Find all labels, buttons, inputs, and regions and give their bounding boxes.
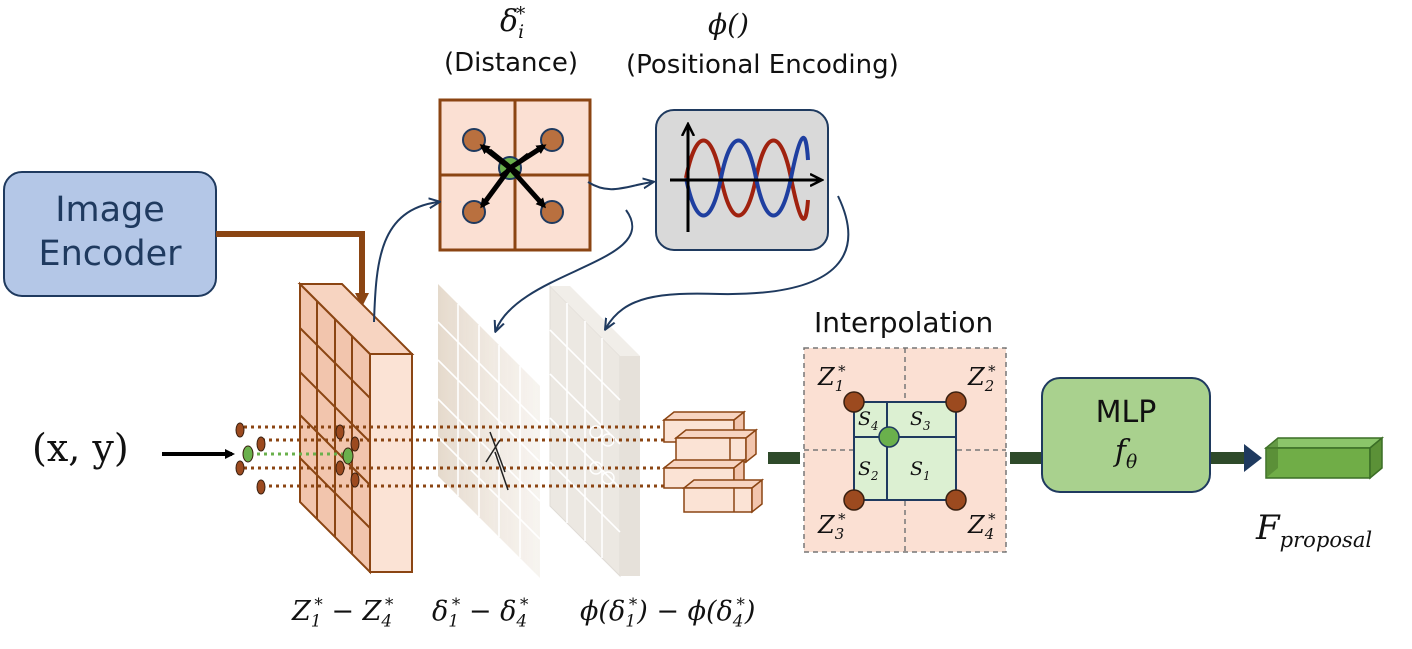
featuremap-dots — [335, 424, 360, 488]
sampling-lines — [244, 425, 680, 488]
mlp-line1: MLP — [1095, 395, 1157, 430]
area-s3: S3 — [910, 408, 931, 433]
input-dots — [235, 422, 266, 495]
z-range-label: Z1* − Z4* — [292, 594, 394, 631]
positional-label: (Positional Encoding) — [626, 50, 899, 80]
grid-pe-marks — [589, 425, 615, 485]
corner-z4: Z4* — [968, 510, 996, 543]
distance-grid — [437, 284, 541, 578]
area-s4: S4 — [858, 408, 879, 433]
mlp-function: fθ — [1114, 434, 1138, 473]
positional-grid — [549, 284, 640, 578]
positional-encoding-box — [655, 109, 829, 251]
delta-range-label: δ1* − δ4* — [432, 594, 529, 631]
interpolation-box — [803, 347, 1007, 553]
image-encoder-line2: Encoder — [38, 234, 182, 274]
corner-z1: Z1* — [818, 362, 846, 395]
output-feature-block — [1263, 436, 1385, 480]
grid-distance-cross — [485, 431, 509, 491]
interpolation-title: Interpolation — [814, 306, 994, 339]
area-s2: S2 — [858, 458, 879, 483]
area-s1: S1 — [910, 458, 931, 483]
positional-symbol: ϕ() — [708, 8, 749, 41]
image-encoder-label: Image Encoder — [4, 188, 216, 276]
corner-z2: Z2* — [968, 362, 996, 395]
distance-box — [438, 98, 592, 252]
phi-range-label: ϕ(δ1*) − ϕ(δ4*) — [580, 594, 756, 631]
mlp-box — [1041, 377, 1211, 493]
distance-symbol: δi* — [500, 4, 526, 43]
connector-curves — [373, 182, 850, 330]
feature-cubes — [661, 410, 765, 514]
input-coordinates: (x, y) — [32, 426, 129, 470]
image-encoder-line1: Image — [55, 190, 165, 230]
encoder-to-featuremap-arrow — [216, 231, 369, 307]
output-label: Fproposal — [1256, 508, 1373, 552]
distance-label: (Distance) — [444, 48, 578, 78]
corner-z3: Z3* — [818, 510, 846, 543]
mlp-label: MLP fθ — [1042, 394, 1210, 483]
pipeline-arrows — [768, 444, 1262, 472]
